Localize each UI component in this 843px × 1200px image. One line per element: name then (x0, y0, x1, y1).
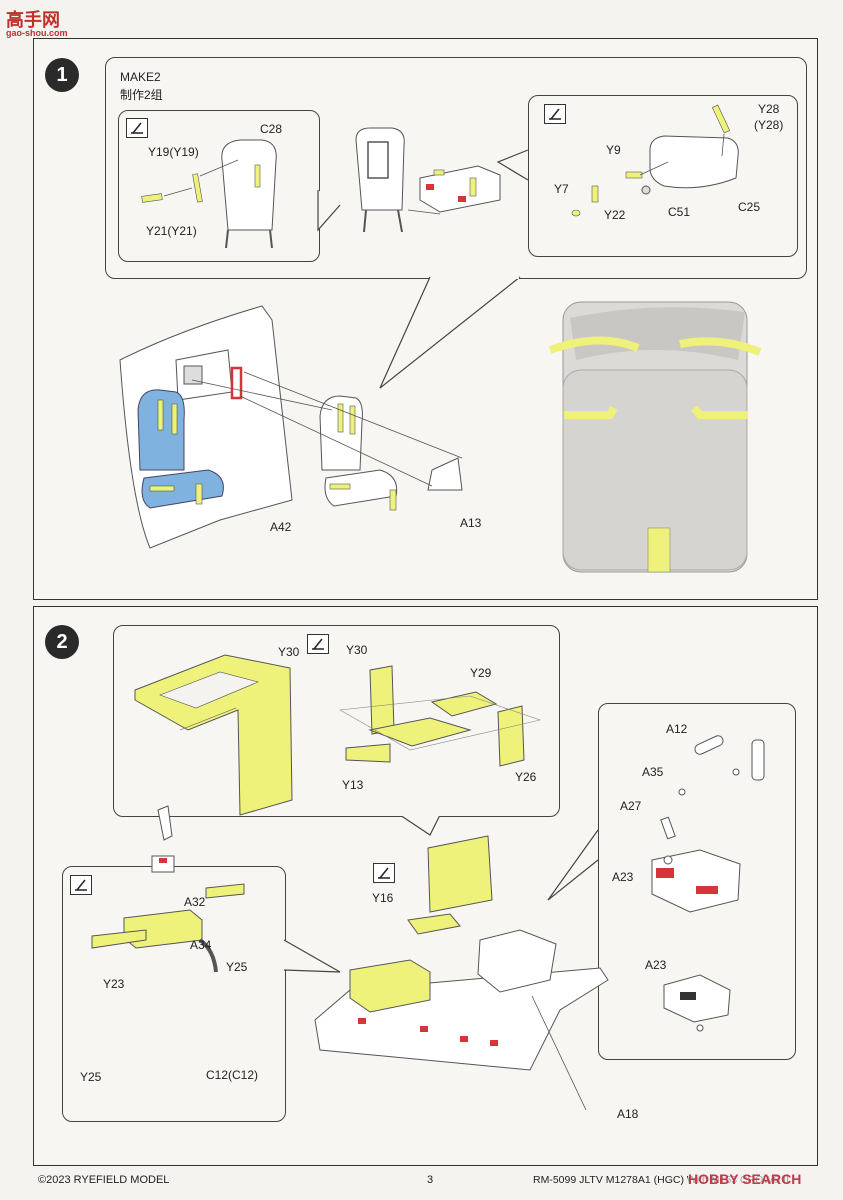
watermark-url: gao-shou.com (6, 28, 68, 38)
stand-callout (62, 866, 286, 1122)
photoetch-cut-icon (373, 863, 395, 883)
step1-diagram (119, 104, 762, 573)
part-label-y26: Y26 (515, 770, 537, 784)
make-label: MAKE2 (120, 70, 161, 84)
part-label-y7: Y7 (554, 182, 569, 196)
part-label-y25-right: Y25 (226, 960, 248, 974)
part-label-c12: C12(C12) (206, 1068, 259, 1082)
part-label-a23: A23 (612, 870, 634, 884)
footer-copyright: ©2023 RYEFIELD MODEL (38, 1174, 170, 1186)
part-label-a35: A35 (642, 765, 664, 779)
part-label-y29: Y29 (470, 666, 492, 680)
seatback-callout (118, 110, 320, 262)
part-label-a23-alt: A23 (645, 958, 667, 972)
part-label-y30-explode: Y30 (346, 643, 368, 657)
photoetch-cut-icon (70, 875, 92, 895)
step1-number: 1 (45, 58, 79, 92)
part-label-y28: Y28 (758, 102, 780, 116)
part-label-c28: C28 (260, 122, 283, 136)
part-label-a34: A34 (190, 938, 212, 952)
part-label-y25-left: Y25 (80, 1070, 102, 1084)
part-label-y16: Y16 (372, 891, 394, 905)
part-label-a13: A13 (460, 516, 482, 530)
part-label-c25: C25 (738, 200, 761, 214)
footer-page-number: 3 (427, 1174, 434, 1186)
part-label-y22: Y22 (604, 208, 626, 222)
part-label-y19: Y19(Y19) (148, 145, 199, 159)
part-label-a32: A32 (184, 895, 206, 909)
make-label-cn: 制作2组 (120, 88, 163, 102)
watermark-logo: 高手网 (6, 10, 60, 30)
photoetch-cut-icon (126, 118, 148, 138)
part-label-a18: A18 (617, 1107, 639, 1121)
part-label-y28-paren: (Y28) (754, 118, 784, 132)
part-label-y30: Y30 (278, 645, 300, 659)
watermark-hobby-search: HOBBY SEARCH (688, 1171, 802, 1187)
part-label-a27: A27 (620, 799, 642, 813)
photoetch-cut-icon (544, 104, 566, 124)
photoetch-cut-icon (307, 634, 329, 654)
step2-diagram (91, 654, 765, 1111)
part-label-a42: A42 (270, 520, 292, 534)
part-label-y9: Y9 (606, 143, 621, 157)
part-label-y23: Y23 (103, 977, 125, 991)
step2-number: 2 (45, 625, 79, 659)
part-label-y21: Y21(Y21) (146, 224, 197, 238)
part-label-a12: A12 (666, 722, 688, 736)
part-label-c51: C51 (668, 205, 691, 219)
part-label-y13: Y13 (342, 778, 364, 792)
